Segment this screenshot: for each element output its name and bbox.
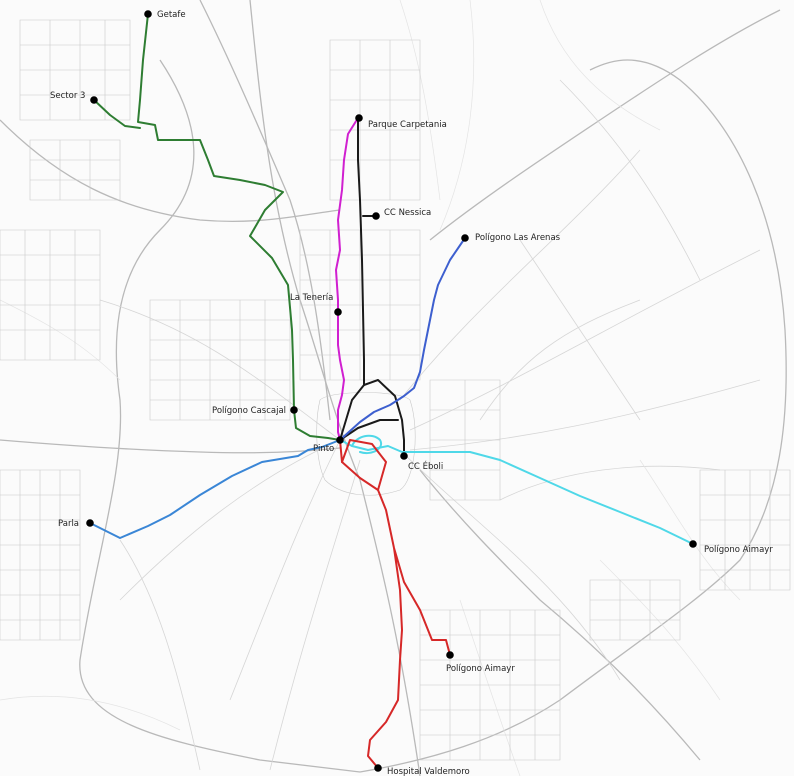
minor-road bbox=[119, 539, 201, 771]
minor-road bbox=[399, 149, 641, 401]
stop-parla[interactable]: Parla bbox=[58, 519, 94, 529]
urban-grid-east bbox=[589, 469, 791, 641]
stop-poligono-aimayr-south[interactable]: Polígono Aimayr bbox=[446, 651, 515, 674]
stops: Getafe Sector 3 Parque Carpetania CC Nes… bbox=[50, 10, 773, 776]
stop-la-teneria[interactable]: La Tenería bbox=[290, 293, 342, 316]
stop-marker[interactable] bbox=[400, 452, 408, 460]
minor-road bbox=[409, 249, 761, 431]
bus-routes bbox=[89, 13, 694, 769]
highway-northeast bbox=[429, 9, 781, 241]
minor-road bbox=[559, 79, 701, 281]
rail-line bbox=[249, 0, 421, 776]
route-line-parla[interactable] bbox=[89, 439, 341, 539]
stop-marker[interactable] bbox=[144, 10, 152, 18]
minor-road bbox=[0, 695, 181, 731]
minor-road bbox=[639, 459, 741, 601]
stop-label: Sector 3 bbox=[50, 91, 85, 101]
minor-road bbox=[499, 465, 721, 501]
minor-road bbox=[409, 379, 761, 451]
stop-label: Parla bbox=[58, 519, 79, 529]
urban-grid-valdemoro bbox=[419, 609, 561, 761]
minor-road bbox=[479, 299, 641, 421]
stop-poligono-las-arenas[interactable]: Polígono Las Arenas bbox=[461, 233, 561, 243]
minor-road bbox=[439, 0, 475, 231]
route-line-almayr-east[interactable] bbox=[339, 439, 694, 545]
minor-road bbox=[229, 439, 341, 701]
highway-southeast bbox=[419, 469, 701, 761]
route-line-sector3[interactable] bbox=[93, 99, 141, 129]
stop-marker[interactable] bbox=[336, 436, 344, 444]
stop-hospital-valdemoro[interactable]: Hospital Valdemoro bbox=[374, 764, 470, 776]
stop-label: Pinto bbox=[313, 444, 334, 454]
minor-road bbox=[119, 439, 341, 601]
minor-road bbox=[399, 449, 621, 681]
minor-road bbox=[269, 459, 361, 771]
route-line-valdemoro[interactable] bbox=[339, 439, 451, 769]
route-line-arenas[interactable] bbox=[339, 237, 466, 441]
stop-marker[interactable] bbox=[689, 540, 697, 548]
urban-grid-pinto bbox=[149, 39, 501, 501]
stop-marker[interactable] bbox=[334, 308, 342, 316]
stop-marker[interactable] bbox=[355, 114, 363, 122]
minor-road bbox=[539, 0, 661, 131]
stop-parque-carpetania[interactable]: Parque Carpetania bbox=[355, 114, 447, 130]
stop-marker[interactable] bbox=[290, 406, 298, 414]
stop-poligono-cascajal[interactable]: Polígono Cascajal bbox=[212, 406, 298, 416]
route-line-nessica-loop[interactable] bbox=[339, 379, 405, 457]
stop-marker[interactable] bbox=[372, 212, 380, 220]
stop-label: La Tenería bbox=[290, 293, 333, 303]
stop-marker[interactable] bbox=[461, 234, 469, 242]
stop-label: CC Éboli bbox=[408, 460, 443, 472]
minor-road bbox=[0, 299, 121, 381]
stop-marker[interactable] bbox=[446, 651, 454, 659]
stop-label: Getafe bbox=[157, 10, 186, 20]
stop-cc-nessica[interactable]: CC Nessica bbox=[372, 208, 431, 220]
route-line-carpetania[interactable] bbox=[335, 117, 359, 441]
stop-label: Polígono Aimayr bbox=[704, 545, 773, 555]
municipal-boundary bbox=[79, 59, 361, 773]
minor-road bbox=[399, 0, 441, 201]
ring-road-east bbox=[359, 59, 787, 773]
stop-label: Polígono Aimayr bbox=[446, 664, 515, 674]
stop-marker[interactable] bbox=[86, 519, 94, 527]
highway-west bbox=[0, 119, 341, 222]
highway-southwest bbox=[0, 439, 341, 454]
stop-poligono-aimayr-east[interactable]: Polígono Aimayr bbox=[689, 540, 773, 555]
urban-grid-parla bbox=[0, 229, 101, 641]
stop-label: CC Nessica bbox=[384, 208, 431, 218]
stop-getafe[interactable]: Getafe bbox=[144, 10, 186, 20]
highway-north bbox=[199, 0, 331, 421]
route-line-nessica[interactable] bbox=[339, 117, 365, 441]
stop-label: Polígono Cascajal bbox=[212, 406, 286, 416]
minor-road bbox=[599, 559, 721, 701]
minor-road bbox=[459, 599, 521, 776]
stop-label: Polígono Las Arenas bbox=[475, 233, 561, 243]
stop-sector-3[interactable]: Sector 3 bbox=[50, 91, 98, 104]
route-line-almayr-loop[interactable] bbox=[351, 434, 383, 454]
minor-road bbox=[99, 299, 341, 441]
stop-label: Parque Carpetania bbox=[368, 120, 447, 130]
route-line-valdemoro-loop[interactable] bbox=[341, 439, 387, 491]
urban-grid-getafe bbox=[19, 19, 131, 201]
route-line-getafe[interactable] bbox=[137, 13, 341, 441]
stop-marker[interactable] bbox=[90, 96, 98, 104]
stop-pinto[interactable]: Pinto bbox=[313, 436, 344, 454]
stop-cc-eboli[interactable]: CC Éboli bbox=[400, 452, 443, 472]
minor-road bbox=[519, 239, 641, 421]
stop-marker[interactable] bbox=[374, 764, 382, 772]
stop-label: Hospital Valdemoro bbox=[387, 767, 470, 776]
